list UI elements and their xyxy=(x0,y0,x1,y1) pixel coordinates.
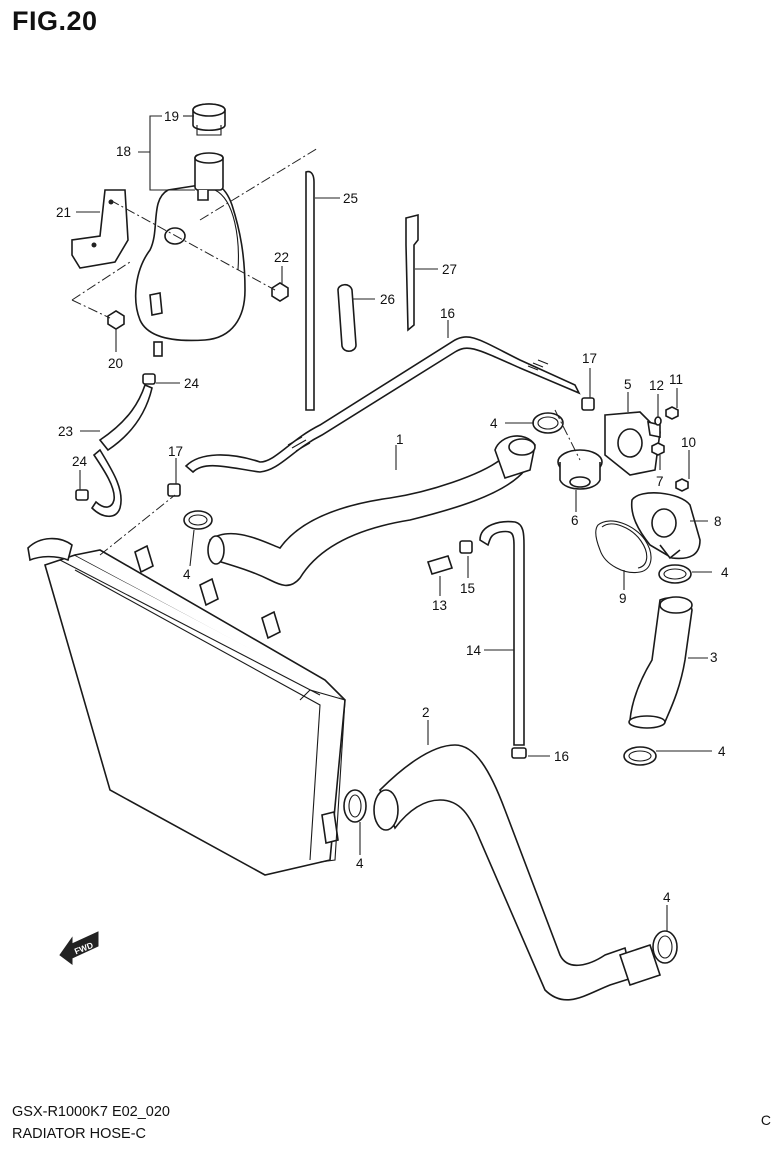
callout-7: 7 xyxy=(656,474,664,489)
callout-9: 9 xyxy=(619,591,627,606)
callout-18: 18 xyxy=(116,144,131,159)
hose-1 xyxy=(207,435,536,587)
model-code: GSX-R1000K7 E02_020 xyxy=(12,1104,170,1120)
reservoir-tank xyxy=(134,152,246,357)
clip-24-lower xyxy=(75,489,89,501)
bolt-11 xyxy=(665,406,679,420)
callout-10: 10 xyxy=(681,435,696,450)
bolt-22 xyxy=(271,282,289,302)
hose-2 xyxy=(373,744,662,1001)
hose-clamp-4-f xyxy=(652,930,678,964)
callout-4-c: 4 xyxy=(721,565,729,580)
tank-bracket xyxy=(71,189,129,269)
callout-27: 27 xyxy=(442,262,457,277)
callout-22: 22 xyxy=(274,250,289,265)
thermostat-housing-5 xyxy=(604,411,661,476)
clip-15 xyxy=(459,540,473,554)
callout-4-e: 4 xyxy=(356,856,364,871)
callout-17-a: 17 xyxy=(582,351,597,366)
callout-25: 25 xyxy=(343,191,358,206)
bolt-7 xyxy=(651,442,665,456)
callout-24-b: 24 xyxy=(72,454,88,469)
hose-clamp-4-e xyxy=(343,789,367,823)
callout-20: 20 xyxy=(108,356,123,371)
callout-8: 8 xyxy=(714,514,722,529)
hose-23 xyxy=(90,383,153,518)
callout-5: 5 xyxy=(624,377,632,392)
callout-4-d: 4 xyxy=(718,744,726,759)
callout-4-a: 4 xyxy=(490,416,498,431)
clip-17-right xyxy=(581,397,595,411)
figure-title: FIG.20 xyxy=(12,6,98,36)
callout-labels: 1 2 3 4 4 4 4 4 4 5 6 7 8 9 10 11 12 13 … xyxy=(56,109,729,905)
leader-lines xyxy=(76,115,712,931)
callout-12: 12 xyxy=(649,378,664,393)
hose-clamp-4-b xyxy=(183,510,213,530)
callout-19: 19 xyxy=(164,109,179,124)
fitting-13 xyxy=(426,555,454,575)
callout-17-b: 17 xyxy=(168,444,183,459)
hose-14 xyxy=(479,520,525,746)
hose-clamp-4-c xyxy=(658,564,692,584)
callout-24-a: 24 xyxy=(184,376,200,391)
pipe-16 xyxy=(184,336,581,474)
corner-mark: C xyxy=(760,1112,771,1128)
callout-3: 3 xyxy=(710,650,718,665)
clip-16 xyxy=(511,747,527,759)
washer-12 xyxy=(654,416,662,426)
callout-16-b: 16 xyxy=(554,749,569,764)
callout-2: 2 xyxy=(422,705,430,720)
callout-23: 23 xyxy=(58,424,73,439)
section-name: RADIATOR HOSE-C xyxy=(12,1126,147,1142)
callout-26: 26 xyxy=(380,292,395,307)
callout-1: 1 xyxy=(396,432,404,447)
callout-6: 6 xyxy=(571,513,579,528)
reservoir-cap xyxy=(192,103,226,136)
callout-11: 11 xyxy=(669,372,683,387)
bolt-20 xyxy=(107,310,125,330)
callout-15: 15 xyxy=(460,581,475,596)
cover-8 xyxy=(630,492,701,560)
hose-3 xyxy=(628,596,693,729)
assembly-lines xyxy=(71,147,581,556)
seal-9 xyxy=(595,520,652,574)
clip-24-upper xyxy=(142,373,156,385)
radiator xyxy=(27,537,346,876)
fwd-arrow-icon: FWD xyxy=(59,931,99,965)
thermostat-6 xyxy=(557,449,603,490)
clamp-26 xyxy=(337,283,357,352)
callout-14: 14 xyxy=(466,643,482,658)
overflow-hose-25 xyxy=(305,170,315,411)
callout-16-a: 16 xyxy=(440,306,455,321)
cable-tie-27 xyxy=(405,213,419,332)
callout-4-b: 4 xyxy=(183,567,191,582)
clip-17-left xyxy=(167,483,181,497)
callout-13: 13 xyxy=(432,598,447,613)
callout-21: 21 xyxy=(56,205,71,220)
hose-clamp-4-d xyxy=(623,746,657,766)
bolt-10 xyxy=(675,478,689,492)
callout-4-f: 4 xyxy=(663,890,671,905)
